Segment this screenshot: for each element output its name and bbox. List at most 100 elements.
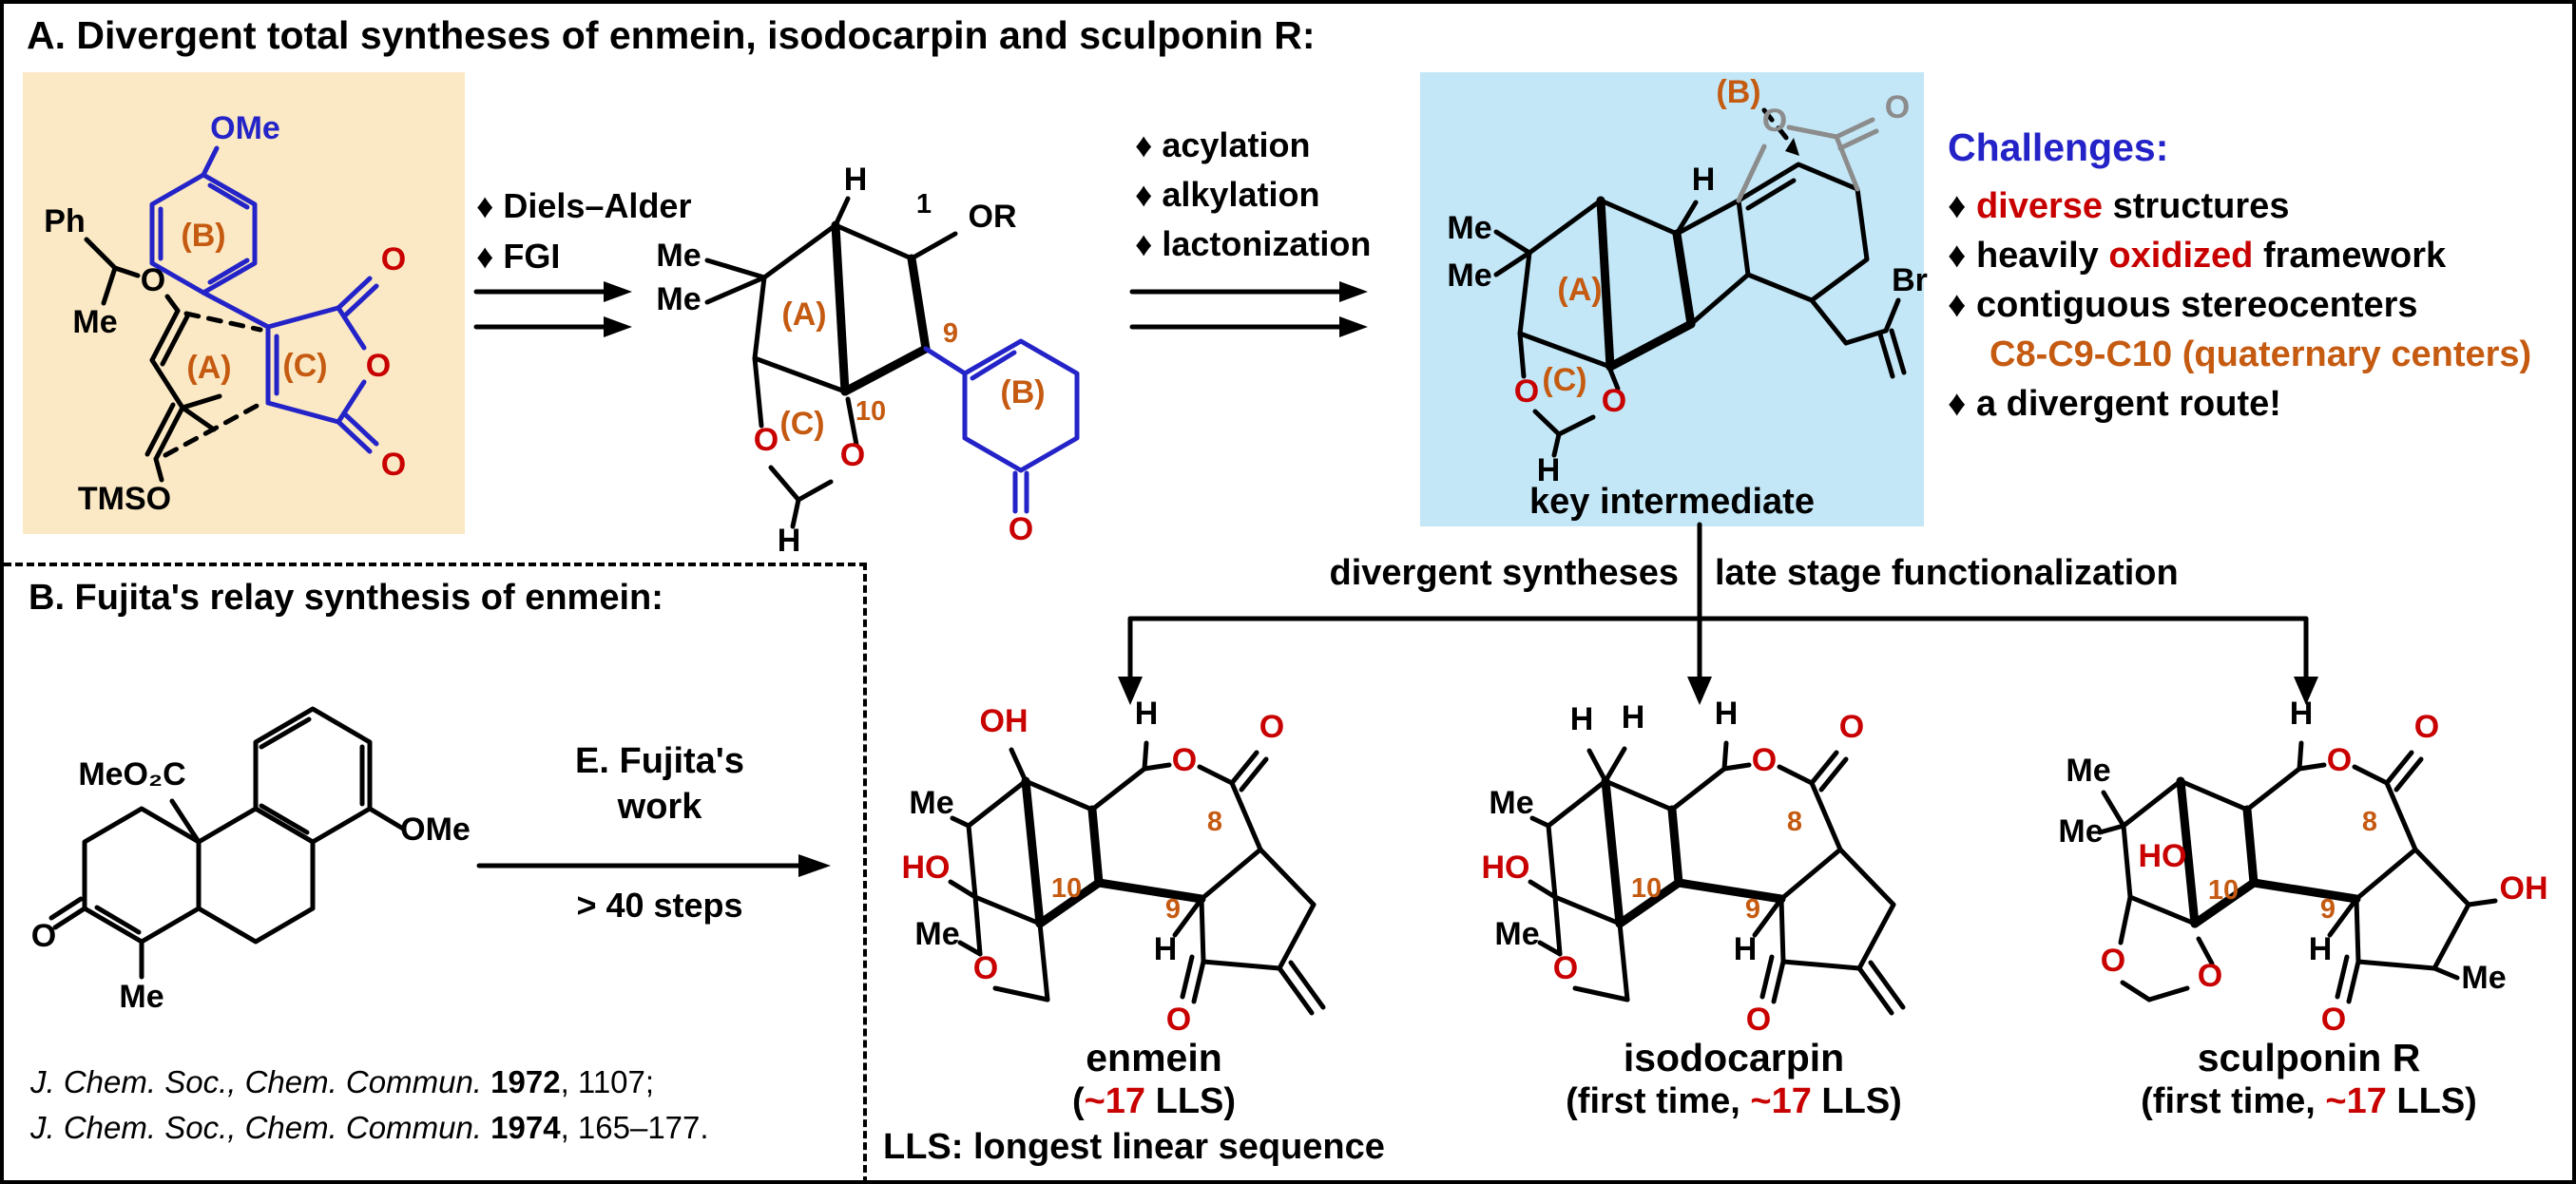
atom-label-o: O	[1553, 950, 1578, 986]
atom-label-o: O	[840, 437, 865, 473]
arrow-lines	[473, 281, 632, 337]
start-material-panel: OMe (B) (C) (A) O O O Ph Me O TMSO	[23, 72, 465, 534]
enmein-structure: OH H O O 8 Me HO 10 9 H Me O O	[902, 696, 1420, 1038]
ring-label-a: (A)	[186, 350, 231, 386]
atom-label-o: O	[973, 950, 998, 986]
key-intermediate-structure: (B) Me Me H (A) (C) O O H O O Br	[1447, 74, 1928, 488]
atom-label-o: O	[381, 447, 406, 483]
product-caption-sculponin: (first time, ~17 LLS)	[2043, 1081, 2572, 1122]
caption-pre: (first time,	[2141, 1081, 2326, 1121]
atom-label-o: O	[1166, 1002, 1191, 1038]
atom-label-me: Me	[2058, 813, 2103, 850]
atom-label-o: O	[1752, 742, 1777, 778]
atom-label-o: O	[2327, 742, 2352, 778]
reference-1-journal: J. Chem. Soc., Chem. Commun.	[30, 1064, 482, 1099]
adduct-bonds	[704, 196, 958, 529]
atom-label-o: O	[754, 422, 779, 458]
reference-2-pages: , 165–177.	[560, 1110, 709, 1145]
ring-label-b: (B)	[1000, 374, 1045, 411]
challenge-item-1-highlight: diverse	[1975, 186, 2104, 226]
ring-label-c: (C)	[282, 348, 327, 384]
sculponin-structure: Me Me H O O 8 HO 10 9 H O O OH Me O	[2058, 696, 2547, 1038]
caption-highlight: ~17	[2325, 1081, 2387, 1121]
step1-line2: ♦ FGI	[476, 237, 561, 276]
fujita-arrow-label-2: work	[617, 787, 702, 827]
atom-label-o: O	[2321, 1002, 2346, 1038]
atom-label-o: O	[1514, 373, 1539, 410]
challenge-item-5: ♦ a divergent route!	[1948, 384, 2281, 424]
arrow-lines	[1118, 522, 2318, 705]
position-label-10: 10	[2208, 875, 2239, 906]
atom-label-me: Me	[1447, 210, 1491, 246]
divergence-arrows	[1118, 522, 2318, 705]
product-caption-enmein: (~17 LLS)	[888, 1081, 1420, 1122]
ring-label-c: (C)	[1542, 362, 1586, 398]
atom-label-h: H	[1692, 162, 1716, 198]
atom-label-h: H	[844, 162, 868, 198]
atom-label-h: H	[1537, 452, 1561, 488]
key-intermediate-panel: (B) Me Me H (A) (C) O O H O O Br key int…	[1420, 72, 1928, 526]
arrow-lines	[1129, 281, 1368, 337]
atom-label-o: O	[141, 262, 165, 298]
atom-label-o: O	[1839, 709, 1864, 745]
atom-label-me: Me	[1494, 916, 1539, 952]
atom-label-h: H	[778, 523, 801, 559]
reference-2-journal: J. Chem. Soc., Chem. Commun.	[30, 1110, 482, 1145]
atom-label-me: Me	[2461, 960, 2506, 996]
position-label-1: 1	[916, 189, 932, 220]
challenge-item-3: ♦ contiguous stereocenters	[1948, 285, 2418, 325]
atom-label-me: Me	[909, 785, 953, 821]
atom-label-oh: OH	[980, 703, 1028, 739]
atom-label-o: O	[1885, 89, 1910, 125]
product-name-sculponin: sculponin R	[2197, 1036, 2421, 1079]
atom-label-h: H	[1622, 699, 1645, 735]
start-material-diene-bonds	[84, 237, 263, 483]
atom-label-o: O	[366, 348, 391, 384]
key-intermediate-bonds	[1493, 107, 1907, 458]
atom-label-o: O	[1172, 742, 1197, 778]
product-caption-isodocarpin: (first time, ~17 LLS)	[1468, 1081, 2000, 1122]
caption-highlight: ~17	[1750, 1081, 1812, 1121]
ring-label-b: (B)	[181, 218, 225, 254]
position-label-10: 10	[855, 396, 886, 427]
fujita-arrow	[476, 854, 831, 877]
atom-label-o: O	[31, 918, 56, 954]
challenges-title: Challenges:	[1948, 125, 2169, 169]
caption-pre: (first time,	[1566, 1081, 1751, 1121]
challenge-item-1-post: structures	[2103, 186, 2290, 226]
atom-label-ho: HO	[1482, 850, 1530, 886]
atom-label-h: H	[1135, 696, 1159, 732]
atom-label-ome: OMe	[210, 110, 280, 146]
atom-label-tmso: TMSO	[78, 481, 171, 517]
atom-label-ho: HO	[2139, 838, 2187, 874]
step2-line2: ♦ alkylation	[1135, 175, 1320, 214]
step2-line1: ♦ acylation	[1135, 125, 1311, 164]
atom-label-me: Me	[2066, 753, 2110, 789]
reference-1-year: 1972	[481, 1064, 561, 1099]
atom-label-ome: OMe	[400, 812, 471, 848]
panel-a-title: A. Divergent total syntheses of enmein, …	[27, 13, 1316, 57]
position-label-8: 8	[1207, 807, 1222, 837]
atom-label-br: Br	[1892, 262, 1928, 298]
caption-post: LLS)	[1811, 1081, 1902, 1121]
position-label-8: 8	[1787, 807, 1802, 837]
reference-2: J. Chem. Soc., Chem. Commun. 1974, 165–1…	[30, 1110, 709, 1146]
start-material-blue-bonds	[149, 145, 379, 454]
caption-pre: (	[1071, 1081, 1085, 1121]
challenge-item-2-highlight: oxidized	[2108, 236, 2254, 276]
atom-label-o: O	[381, 241, 406, 277]
enmein-substituent-bonds	[948, 747, 1028, 957]
atom-label-me: Me	[1489, 785, 1533, 821]
atom-label-ester: MeO₂C	[78, 756, 185, 793]
position-label-9: 9	[2320, 894, 2336, 925]
product-name-enmein: enmein	[1086, 1036, 1222, 1079]
atom-label-o: O	[2198, 958, 2222, 994]
divergent-syntheses-label: divergent syntheses	[1329, 553, 1679, 593]
atom-label-h: H	[1154, 931, 1178, 967]
atom-label-ho: HO	[902, 850, 951, 886]
atom-label-me: Me	[914, 916, 959, 952]
position-label-9: 9	[1165, 894, 1181, 925]
reference-1: J. Chem. Soc., Chem. Commun. 1972, 1107;	[30, 1064, 654, 1100]
reaction-arrow-1	[473, 281, 632, 337]
